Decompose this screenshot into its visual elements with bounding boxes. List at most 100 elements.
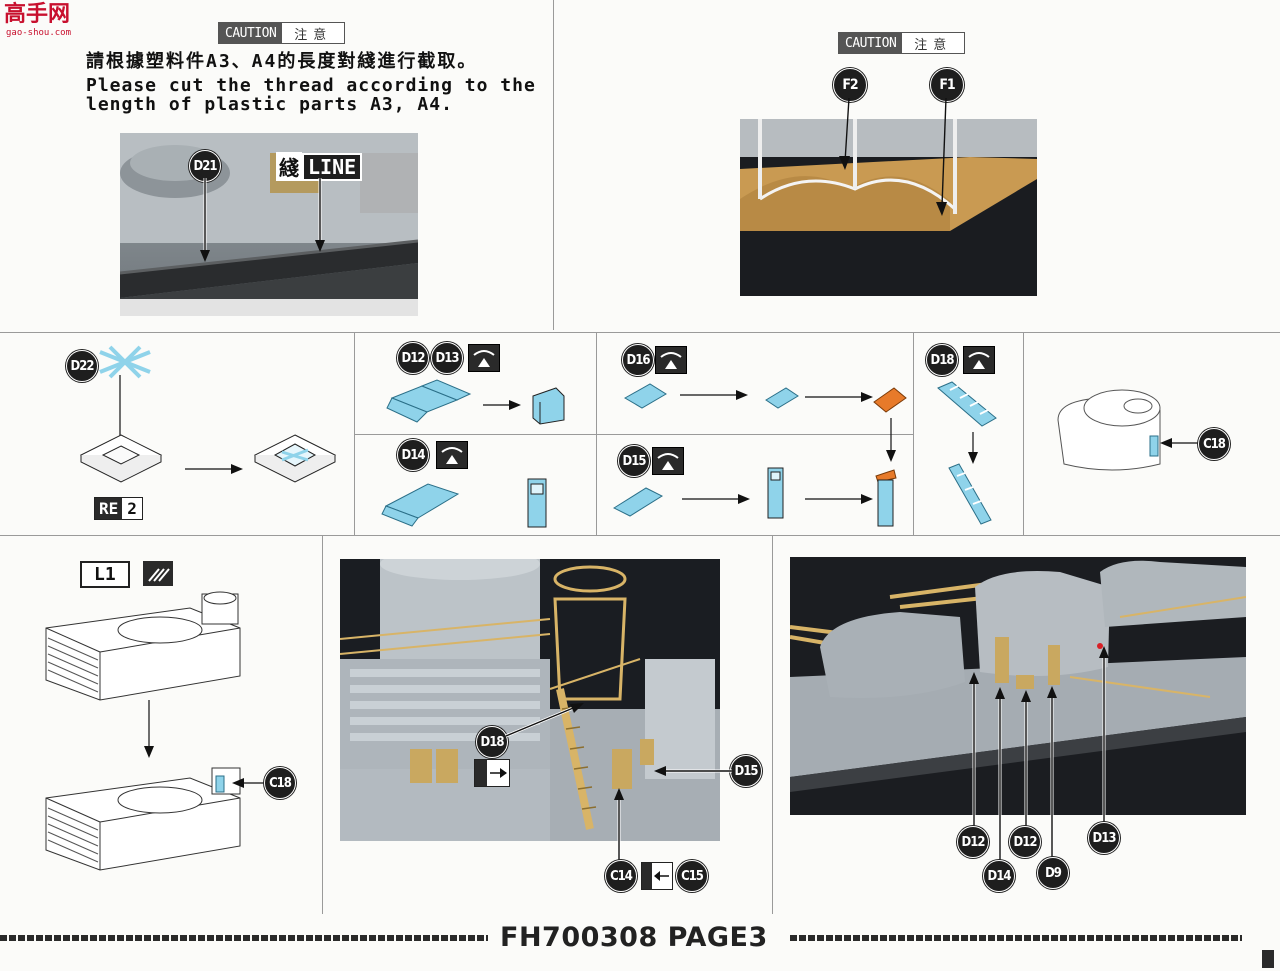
instruction-en-1: Please cut the thread according to the [86,75,536,96]
mesh-part-d22 [99,345,151,379]
divider-mid-3 [913,333,914,535]
callout-f2: F2 [833,68,867,102]
photo-thread-edge [120,133,418,316]
callout-d22: D22 [66,350,98,382]
box-part-d12 [532,387,565,425]
arrow-l1-down [144,700,154,758]
arrow-d18-bottom [505,703,584,738]
footer-rule-left [0,935,488,941]
box-part-d15 [767,467,784,519]
callout-d14-bottom: D14 [983,860,1015,892]
wedge-part-orange [873,387,907,413]
callout-c18-bottom: C18 [264,767,296,799]
callout-d14-mid: D14 [397,439,429,471]
photo-superstructure [340,559,720,841]
ladder-flat-d18 [937,381,997,427]
arrow-d13 [1099,646,1109,822]
callout-c18-mid: C18 [1198,428,1230,460]
funnel-drawing-top [45,591,241,701]
callout-d12-bottom-b: D12 [1009,826,1041,858]
divider-mid-h [354,434,913,435]
divider-row1 [0,332,1280,333]
arrow-c18-bottom [232,778,268,788]
bend-icon [652,447,684,475]
arrow-d21 [200,178,210,262]
swap-icon-d18 [474,759,510,787]
divider-row2 [0,535,1280,536]
arrow-f2 [839,98,850,170]
swap-icon-c14 [641,862,673,890]
turret-drawing [1057,389,1161,471]
divider-bot-2 [772,536,773,914]
ladder-bent-d18 [948,463,992,525]
caution-badge-left: CAUTION 注意 [218,22,346,44]
square-frame-assembled [253,434,337,483]
caution-zh-right: 注意 [902,33,965,53]
footer-rule-right [790,935,1242,941]
bend-icon [436,441,468,469]
arrow-c18-mid [1160,438,1204,448]
divider-bot-1 [322,536,323,914]
re-label: RE [95,498,123,519]
arrow-down-d16 [886,418,896,462]
callout-d16: D16 [622,344,654,376]
divider-top [553,0,554,330]
callout-d15-bottom: D15 [730,755,762,787]
box-part-d15-assembled [875,469,897,527]
callout-d12-bottom-a: D12 [957,826,989,858]
caution-badge-right: CAUTION 注意 [838,32,966,54]
callout-d9: D9 [1037,857,1069,889]
instruction-zh: 請根據塑料件A3、A4的長度對綫進行截取。 [86,51,478,72]
callout-d18-bottom: D18 [476,726,508,758]
callout-d18-mid: D18 [926,344,958,376]
bend-icon [655,346,687,374]
photo-turrets [790,557,1246,815]
arrow-d14 [995,687,1005,863]
line-badge: 綫 LINE [276,152,363,181]
arrow-f1 [936,98,947,216]
bend-icon [468,344,500,372]
arrow-d9 [1047,686,1057,858]
cut-icon [143,561,173,586]
bend-icon [963,346,995,374]
square-frame-part [79,434,163,483]
arrow-d15-1 [682,494,750,504]
callout-f1: F1 [930,68,964,102]
flat-part-d15 [612,487,664,517]
l1-label: L1 [94,564,116,585]
arrow-d12 [483,400,521,410]
arrow-d15-bottom [654,766,732,776]
watermark-logo: 高手网 [4,2,71,27]
arrow-c14 [614,788,624,860]
arrow-line [315,178,325,252]
caution-en: CAUTION [219,23,283,43]
wedge-part-d16 [765,387,799,409]
flat-part-d14 [381,483,460,527]
line-en: LINE [302,152,363,181]
arrow-d15-2 [805,494,873,504]
arrow-d16-1 [680,390,748,400]
callout-c15: C15 [676,860,708,892]
arrow-d22-step [185,464,243,474]
callout-c14: C14 [605,860,637,892]
flat-part-d12 [386,379,472,423]
funnel-drawing-bottom [45,767,241,871]
flat-part-d16 [623,383,667,409]
re-badge: RE 2 [94,497,143,520]
page-footer: FH700308 PAGE3 [500,922,768,953]
callout-d12-mid: D12 [397,342,429,374]
box-part-d14 [527,478,547,528]
page-marker [1262,950,1274,968]
re-count: 2 [122,498,142,519]
arrow-d16-2 [805,392,873,402]
line-zh: 綫 [276,152,302,181]
caution-en-right: CAUTION [839,33,903,53]
l1-badge: L1 [80,561,130,588]
watermark-site: gao-shou.com [6,28,72,38]
callout-d13-bottom: D13 [1088,822,1120,854]
callout-d13-mid: D13 [431,342,463,374]
instruction-en-2: length of plastic parts A3, A4. [86,94,453,115]
photo-railing [740,119,1037,296]
callout-d21: D21 [189,150,221,182]
arrow-d12-b [1021,690,1031,828]
